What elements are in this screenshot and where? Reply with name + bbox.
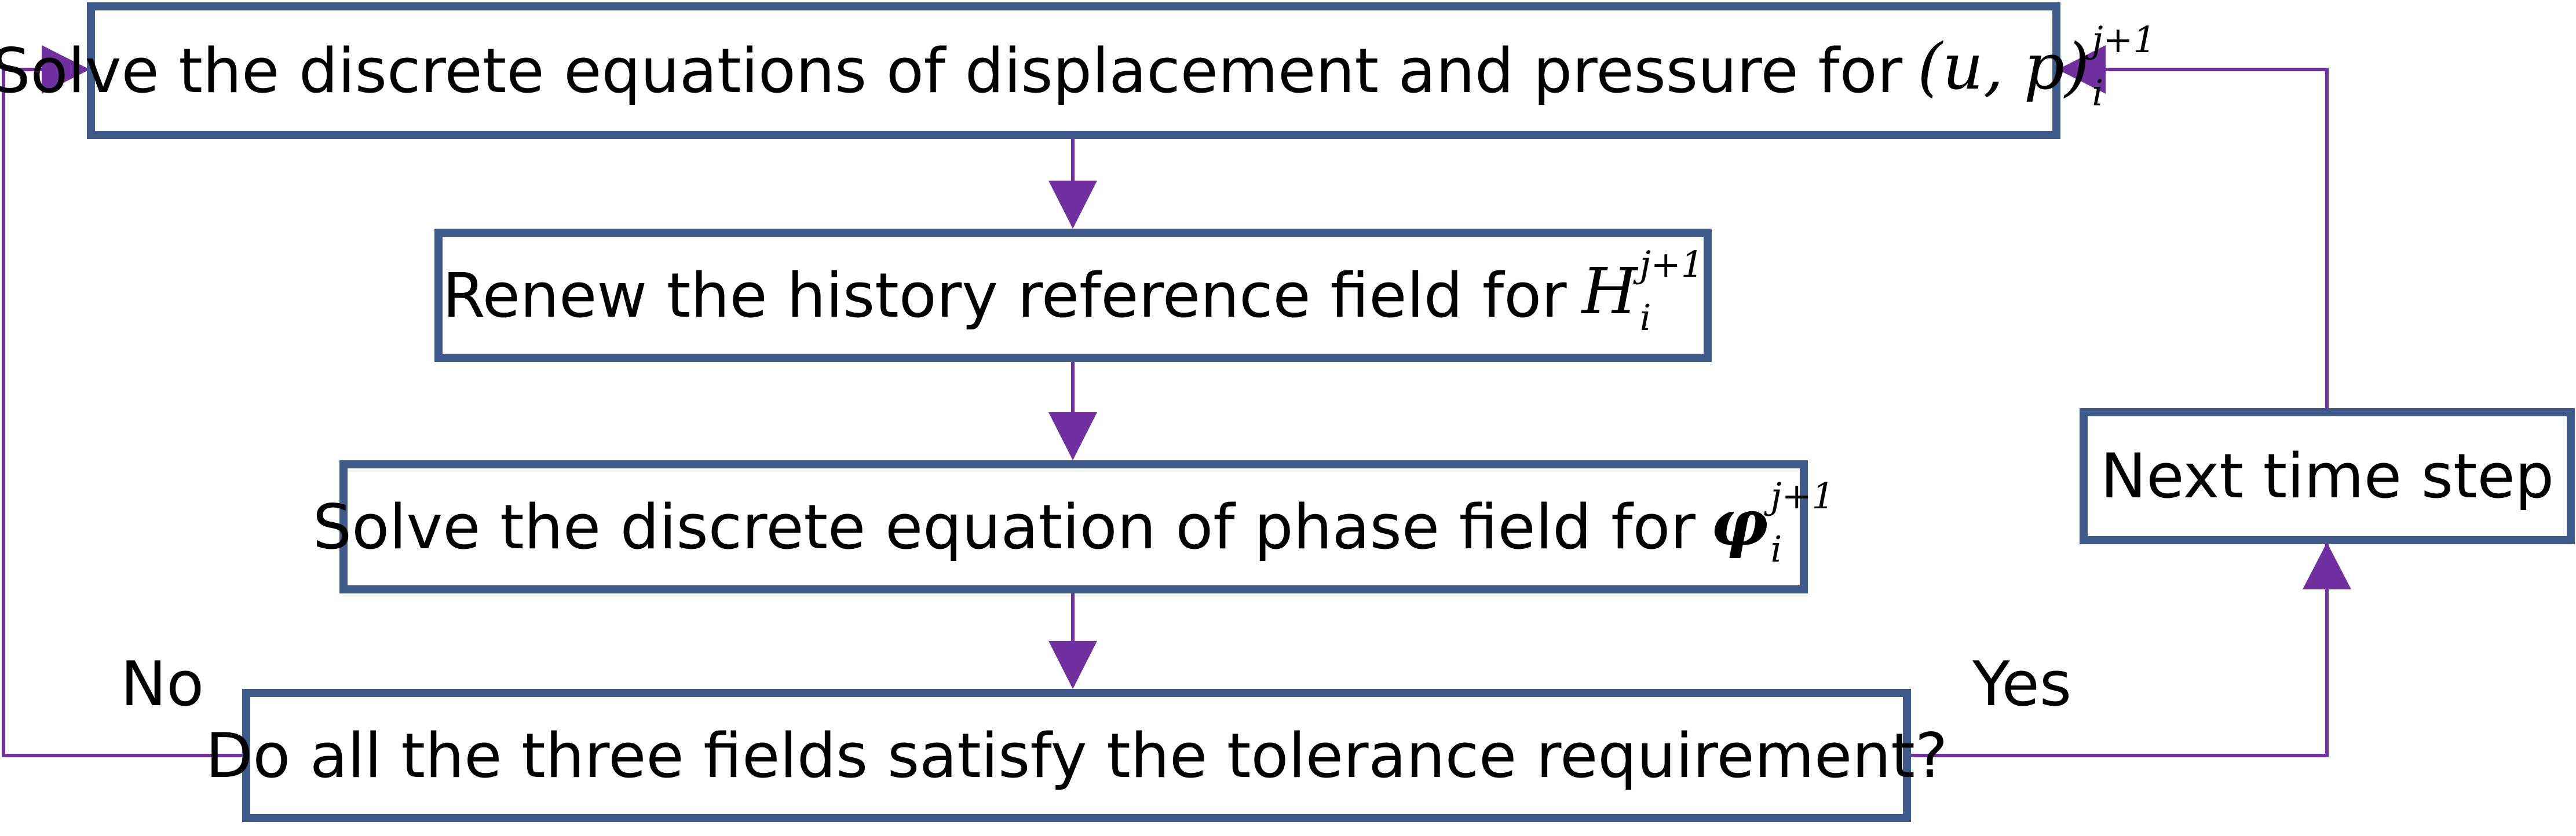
arrow-next-loop — [2060, 68, 2329, 408]
history-field-base: H — [1581, 254, 1638, 328]
solve-phase-box: Solve the discrete equation of phase fie… — [313, 460, 1835, 593]
history-field-symbol: H j+1 i — [1581, 247, 1704, 336]
solve-displacement-text: Solve the discrete equations of displace… — [0, 35, 1903, 107]
phase-field-superscript: j+1 — [1770, 475, 1835, 517]
phase-field-symbol: φ j+1 i — [1710, 478, 1835, 567]
arrowhead-yes-into-next — [2303, 542, 2351, 589]
arrowhead-no-into-solve — [42, 45, 90, 94]
history-field-superscript: j+1 — [1639, 243, 1704, 285]
arrowhead-into-phase — [1048, 412, 1097, 460]
tolerance-check-text: Do all the three fields satisfy the tole… — [205, 720, 1948, 791]
phase-field-base: φ — [1710, 485, 1769, 560]
next-time-step-text: Next time step — [2100, 441, 2555, 512]
arrow-yes-path — [1911, 544, 2329, 757]
arrowhead-into-tolerance — [1048, 641, 1097, 689]
arrowhead-next-into-solve — [2058, 45, 2106, 94]
displacement-pressure-superscript: j+1 — [2092, 19, 2156, 61]
yes-label: Yes — [1972, 648, 2072, 720]
displacement-pressure-base: (u, p) — [1917, 30, 2090, 104]
phase-field-subscript: i — [1770, 528, 1782, 570]
arrowhead-into-renew — [1048, 181, 1097, 229]
renew-history-text: Renew the history reference field for — [442, 259, 1567, 331]
displacement-pressure-subscript: i — [2092, 72, 2104, 114]
solve-phase-text: Solve the discrete equation of phase fie… — [312, 491, 1696, 563]
tolerance-check-box: Do all the three fields satisfy the tole… — [206, 689, 1947, 822]
next-time-step-box: Next time step — [2080, 408, 2575, 544]
history-field-subscript: i — [1639, 296, 1651, 339]
solve-displacement-box: Solve the discrete equations of displace… — [0, 2, 2156, 139]
renew-history-box: Renew the history reference field for H … — [434, 229, 1712, 362]
displacement-pressure-symbol: (u, p) j+1 i — [1917, 22, 2156, 111]
no-label: No — [120, 648, 204, 720]
